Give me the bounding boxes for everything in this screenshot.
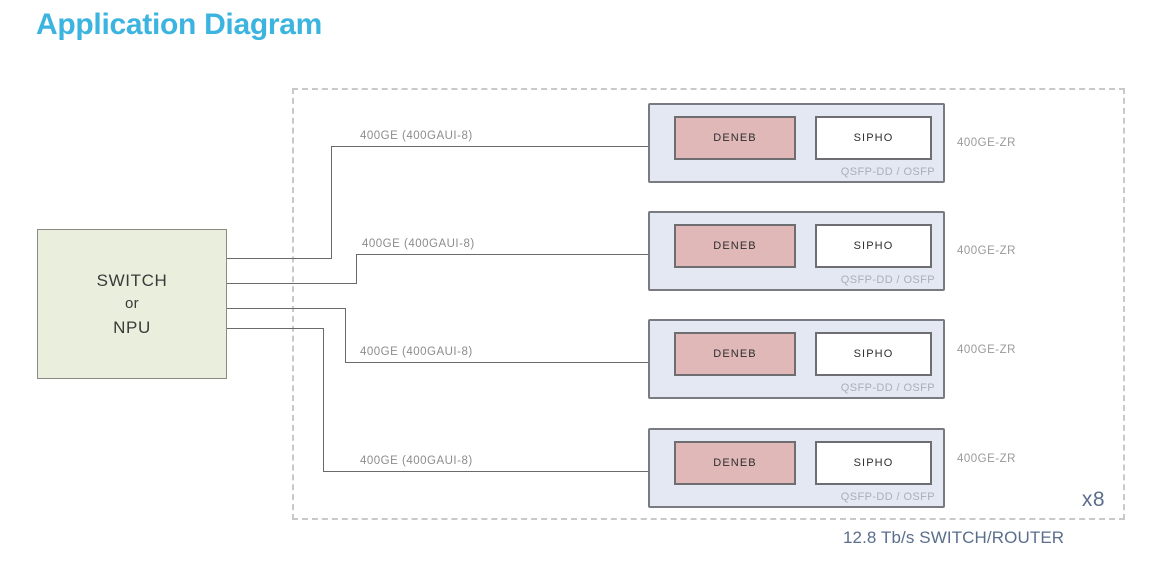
deneb-chip-2: DENEB (674, 224, 796, 268)
link-2-label: 400GE (400GAUI-8) (362, 238, 475, 250)
form-factor-label-1: QSFP-DD / OSFP (840, 166, 935, 178)
region-caption: 12.8 Tb/s SWITCH/ROUTER (843, 528, 1065, 547)
form-factor-label-4: QSFP-DD / OSFP (840, 491, 935, 503)
switch-label-line-2: or (125, 295, 139, 313)
form-factor-label-2: QSFP-DD / OSFP (840, 274, 935, 286)
sipho-chip-1: SIPHO (815, 116, 932, 160)
optical-module-3: DENEB SIPHO QSFP-DD / OSFP (648, 319, 945, 399)
module-output-label-1: 400GE-ZR (957, 137, 1016, 149)
sipho-chip-4: SIPHO (815, 441, 932, 485)
deneb-chip-3: DENEB (674, 332, 796, 376)
sipho-chip-3: SIPHO (815, 332, 932, 376)
module-output-label-3: 400GE-ZR (957, 344, 1016, 356)
link-1-segment-b (331, 146, 649, 147)
link-4-riser (323, 328, 324, 471)
module-output-label-2: 400GE-ZR (957, 245, 1016, 257)
link-1-riser (331, 146, 332, 259)
optical-module-4: DENEB SIPHO QSFP-DD / OSFP (648, 428, 945, 508)
link-4-label: 400GE (400GAUI-8) (360, 455, 473, 467)
switch-npu-block: SWITCH or NPU (37, 229, 227, 379)
page-title: Application Diagram (36, 8, 323, 41)
link-3-segment-a (227, 308, 346, 309)
link-3-segment-b (345, 362, 649, 363)
switch-router-region: x8 (292, 88, 1125, 520)
link-4-segment-b (323, 471, 649, 472)
link-1-label: 400GE (400GAUI-8) (360, 130, 473, 142)
module-output-label-4: 400GE-ZR (957, 453, 1016, 465)
link-2-riser (356, 254, 357, 284)
link-1-segment-a (227, 258, 332, 259)
deneb-chip-1: DENEB (674, 116, 796, 160)
link-2-segment-b (356, 254, 649, 255)
form-factor-label-3: QSFP-DD / OSFP (840, 382, 935, 394)
region-multiplier-label: x8 (1081, 488, 1105, 511)
optical-module-1: DENEB SIPHO QSFP-DD / OSFP (648, 103, 945, 183)
switch-label-line-3: NPU (113, 317, 151, 337)
link-3-label: 400GE (400GAUI-8) (360, 346, 473, 358)
optical-module-2: DENEB SIPHO QSFP-DD / OSFP (648, 211, 945, 291)
link-4-segment-a (227, 328, 324, 329)
switch-label-line-1: SWITCH (96, 270, 168, 290)
link-2-segment-a (227, 283, 357, 284)
sipho-chip-2: SIPHO (815, 224, 932, 268)
deneb-chip-4: DENEB (674, 441, 796, 485)
link-3-riser (345, 308, 346, 362)
